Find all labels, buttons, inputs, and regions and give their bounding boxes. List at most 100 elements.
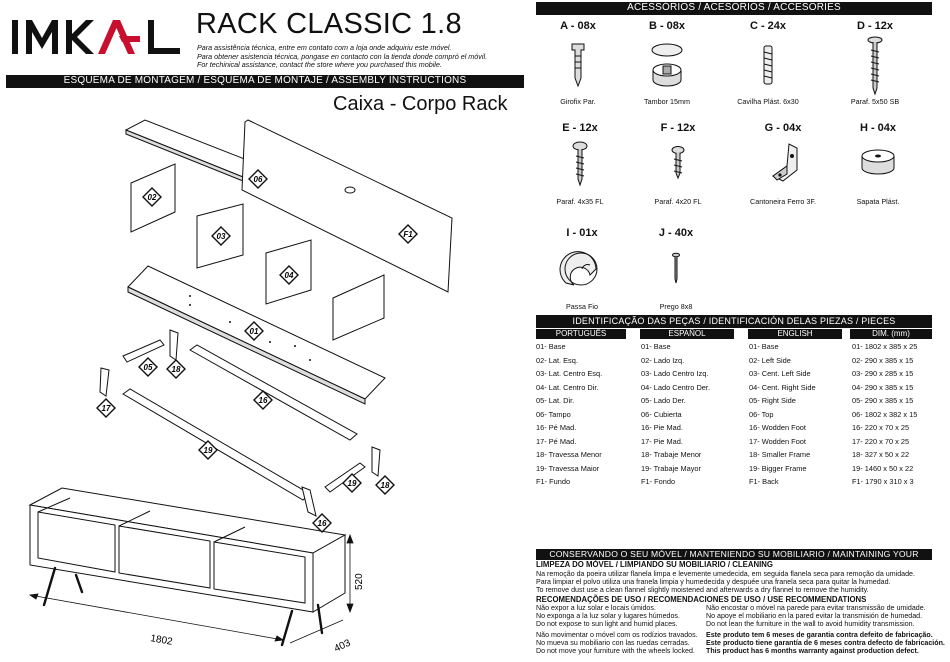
- part-16-foot-left: [99, 367, 110, 397]
- part-tag: 19: [198, 440, 218, 460]
- parts-cell: 17- Pé Mad.: [536, 436, 577, 446]
- part-tag: F1: [398, 224, 418, 244]
- parts-cell: 03- Lat. Centro Esq.: [536, 369, 603, 378]
- parts-cell: F1- Fundo: [536, 477, 571, 486]
- accessory-e: E - 12x Paraf. 4x35 FL: [530, 122, 630, 212]
- part-tag-label: 18: [172, 365, 181, 374]
- parts-cell: 19- Trabaje Mayor: [641, 463, 701, 473]
- parts-cell: 02- Lat. Esq.: [536, 355, 578, 365]
- accessory-label: Girofix Par.: [560, 97, 596, 106]
- part-tag-label: 01: [250, 327, 259, 336]
- parts-cell: 17- 220 x 70 x 25: [852, 436, 910, 446]
- cam-lock-icon: [651, 43, 683, 87]
- part-17-foot-right: [301, 486, 317, 517]
- parts-cell: 06- Tampo: [536, 409, 571, 419]
- accessory-a: A - 08x Girofix Par.: [528, 20, 628, 110]
- part-tag: 04: [279, 265, 299, 285]
- part-f1-back: [241, 119, 453, 293]
- assistance-pt: Para assistência técnica, entre em conta…: [197, 43, 452, 52]
- parts-cell: 02- 290 x 385 x 15: [852, 355, 914, 365]
- dimension-height: 520: [354, 573, 365, 590]
- parts-cell: 19- Bigger Frame: [749, 463, 807, 473]
- accessory-label: Paraf. 4x35 FL: [556, 197, 604, 206]
- part-tag: 18: [375, 475, 395, 495]
- part-19-frame-top: [189, 344, 358, 441]
- warranty-es: Este producto tiene garantía de 6 meses …: [706, 639, 945, 647]
- nail-icon: [672, 252, 680, 284]
- parts-cell: F1- 1790 x 310 x 3: [852, 477, 914, 486]
- recommend-left-3: Do not expose to sun light and humid pla…: [536, 620, 678, 628]
- accessory-code: H - 04x: [859, 122, 897, 134]
- assembly-subtitle: Caixa - Corpo Rack: [333, 93, 508, 115]
- parts-cell: 04- Lat. Centro Dir.: [536, 382, 599, 392]
- accessory-i: I - 01x Passa Fio: [532, 227, 632, 317]
- accessory-label: Prego 8x8: [659, 302, 693, 311]
- recommend-right-3: Do not lean the furniture in the wall to…: [706, 620, 915, 628]
- accessory-label: Sapata Plást.: [856, 197, 900, 206]
- parts-cell: F1- Fondo: [641, 477, 676, 486]
- parts-cell: 04- Lado Centro Der.: [641, 382, 711, 392]
- accessory-label: Paraf. 5x50 SB: [850, 97, 900, 106]
- parts-cell: 03- Lado Centro Izq.: [641, 369, 709, 378]
- dimension-depth: 403: [333, 638, 353, 655]
- parts-cell: 17- Wodden Foot: [749, 436, 806, 446]
- accessory-code: J - 40x: [658, 227, 694, 239]
- cleaning-pt: Na remoção da poeira utilizar flanela li…: [536, 570, 915, 578]
- part-tag-label: 03: [217, 232, 226, 241]
- part-tag: 01: [244, 321, 264, 341]
- column-header: ESPAÑOL: [640, 329, 734, 339]
- accessory-code: D - 12x: [856, 20, 894, 32]
- warranty-en: This product has 6 months warranty again…: [706, 647, 919, 655]
- part-tag-label: 19: [204, 446, 213, 455]
- parts-cell: 05- Lado Der.: [641, 396, 686, 405]
- warranty-pt: Este produto tem 6 meses de garantia con…: [706, 631, 933, 639]
- parts-cell: 03- 290 x 285 x 15: [852, 369, 914, 378]
- parts-cell: 01- Base: [749, 342, 779, 351]
- part-tag: 05: [138, 357, 158, 377]
- part-tag-label: 05: [144, 363, 153, 372]
- accessory-label: Cavilha Plást. 6x30: [737, 97, 799, 106]
- parts-header-bar: IDENTIFICAÇÃO DAS PEÇAS / IDENTIFICACIÓN…: [536, 315, 932, 338]
- part-tag-label: 06: [254, 175, 263, 184]
- accessory-h: H - 04x Sapata Plást.: [828, 122, 928, 212]
- assistance-en: For techinical assistance, contact the s…: [197, 60, 442, 70]
- parts-cell: 01- Base: [641, 342, 671, 351]
- part-tag-label: 18: [381, 481, 390, 490]
- part-tag: 03: [211, 226, 231, 246]
- part-tag-label: 02: [148, 193, 157, 202]
- short-screw-icon: [671, 146, 685, 180]
- accessory-d: D - 12x Paraf. 5x50 SB: [825, 20, 925, 110]
- parts-cell: 02- Left Side: [749, 355, 791, 365]
- recommend-left-1: Não expor a luz solar e locais úmidos.: [536, 604, 656, 612]
- parts-cell: 01- 1802 x 385 x 25: [852, 342, 918, 351]
- parts-cell: 19- 1460 x 50 x 22: [852, 463, 914, 473]
- cable-grommet-icon: [559, 251, 598, 286]
- accessory-f: F - 12x Paraf. 4x20 FL: [628, 122, 728, 212]
- accessory-b: B - 08x Tambor 15mm: [617, 20, 717, 110]
- assembly-header-bar: ESQUEMA DE MONTAGEM / ESQUEMA DE MONTAJE…: [6, 75, 524, 88]
- parts-cell: 06- 1802 x 382 x 15: [852, 409, 918, 419]
- accessory-code: A - 08x: [560, 20, 596, 32]
- parts-cell: 18- Travessa Menor: [536, 450, 602, 459]
- parts-cell: 18- Trabaje Menor: [641, 450, 702, 459]
- part-tag-label: 16: [318, 519, 327, 528]
- column-header: ENGLISH: [748, 329, 842, 339]
- part-18-frame-right: [324, 462, 366, 493]
- part-tag-label: 17: [102, 404, 111, 413]
- accessory-j: J - 40x Prego 8x8: [626, 227, 726, 317]
- recommend-right-1: Não encostar o móvel na parede para evit…: [706, 604, 926, 612]
- rack-leg: [42, 566, 57, 607]
- parts-cell: F1- Back: [749, 477, 779, 486]
- assistance-note: Para assistência técnica, entre em conta…: [197, 43, 537, 70]
- part-tag: 02: [142, 187, 162, 207]
- recommend-left-2: No exponga a la luz solar y lugares húme…: [536, 612, 680, 620]
- long-screw-icon: [867, 36, 883, 96]
- part-tag: 06: [248, 169, 268, 189]
- product-title: RACK CLASSIC 1.8: [196, 8, 462, 40]
- parts-cell: 05- Lat. Dir.: [536, 396, 575, 405]
- dimension-width: 1802: [149, 633, 173, 648]
- parts-cell: 05- 290 x 385 x 15: [852, 396, 914, 405]
- parts-cell: 18- Smaller Frame: [749, 450, 811, 459]
- part-tag-label: F1: [403, 230, 413, 239]
